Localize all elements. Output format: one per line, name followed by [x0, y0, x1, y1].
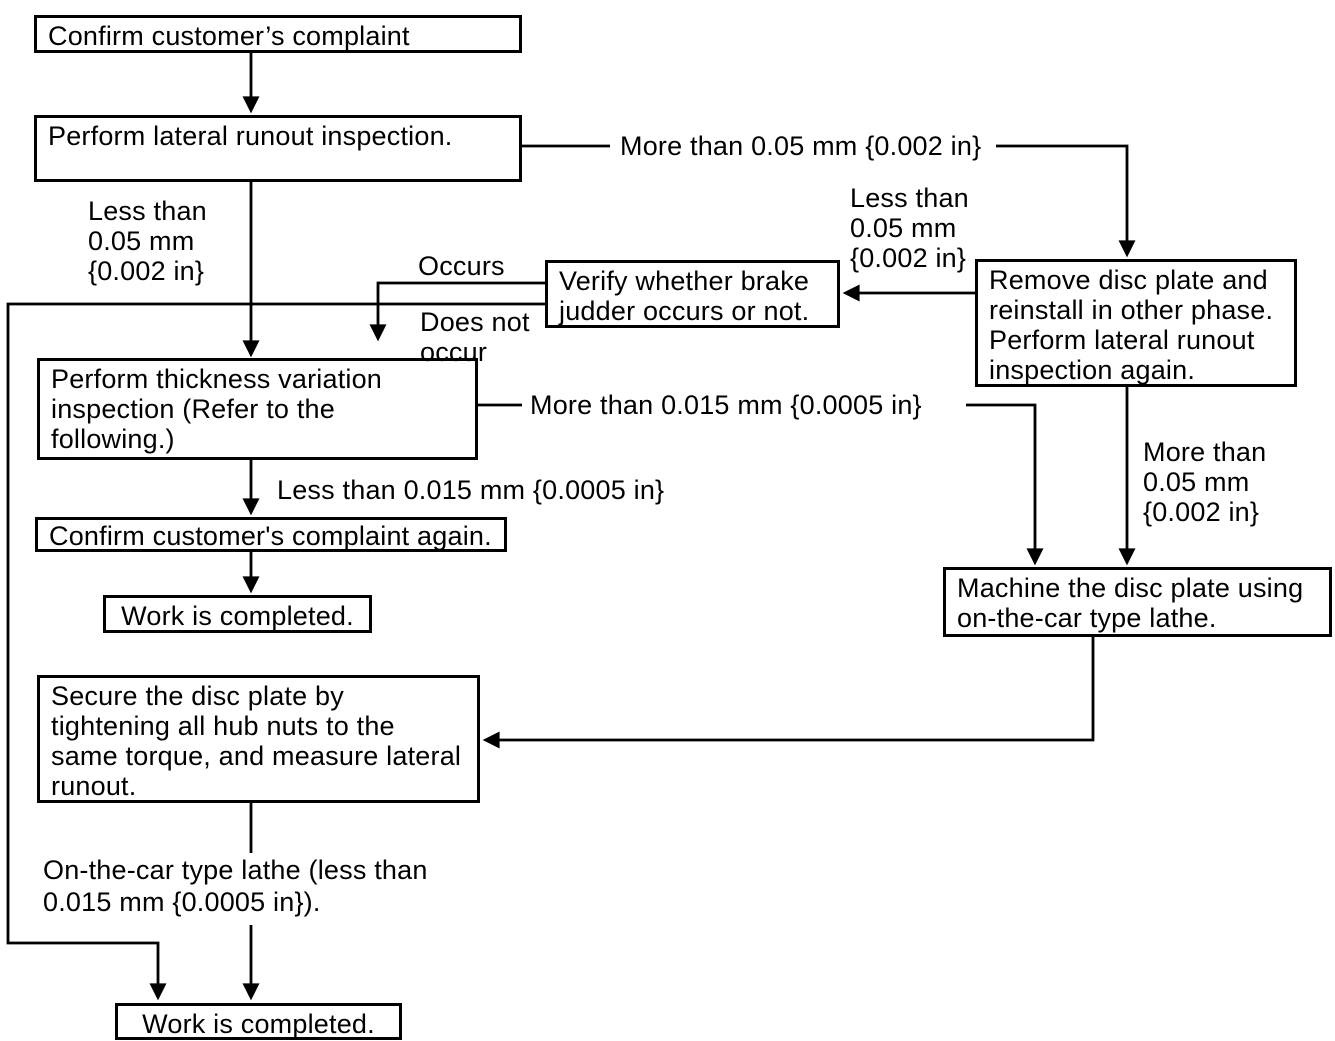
edge-label-more-than-0015: More than 0.015 mm {0.0005 in}	[530, 390, 922, 420]
node-remove-disc-plate: Remove disc plate and reinstall in other…	[975, 259, 1297, 387]
edge-label-more-than-005-top: More than 0.05 mm {0.002 in}	[620, 131, 982, 161]
edge-label-on-the-car-lathe: On-the-car type lathe (less than 0.015 m…	[43, 855, 428, 917]
node-work-completed-1: Work is completed.	[103, 595, 372, 633]
node-thickness-variation-inspection: Perform thickness variation inspection (…	[37, 358, 478, 460]
node-machine-disc-plate: Machine the disc plate using on-the-car …	[943, 567, 1332, 637]
edge-label-more-than-005-right: More than 0.05 mm {0.002 in}	[1143, 437, 1267, 527]
node-secure-disc-plate: Secure the disc plate by tightening all …	[37, 675, 480, 803]
node-verify-brake-judder: Verify whether brake judder occurs or no…	[545, 260, 840, 328]
node-lateral-runout-inspection: Perform lateral runout inspection.	[34, 115, 522, 182]
edge-label-does-not-occur: Does not occur	[420, 307, 530, 367]
edge-label-occurs: Occurs	[418, 251, 505, 281]
node-confirm-complaint: Confirm customer’s complaint	[34, 15, 522, 53]
edge-label-less-than-005-right: Less than 0.05 mm {0.002 in}	[850, 183, 969, 273]
edge-label-less-than-0015: Less than 0.015 mm {0.0005 in}	[277, 475, 665, 505]
node-confirm-complaint-again: Confirm customer's complaint again.	[35, 517, 507, 552]
node-work-completed-2: Work is completed.	[115, 1003, 402, 1040]
edge-label-less-than-005-left: Less than 0.05 mm {0.002 in}	[88, 196, 207, 286]
